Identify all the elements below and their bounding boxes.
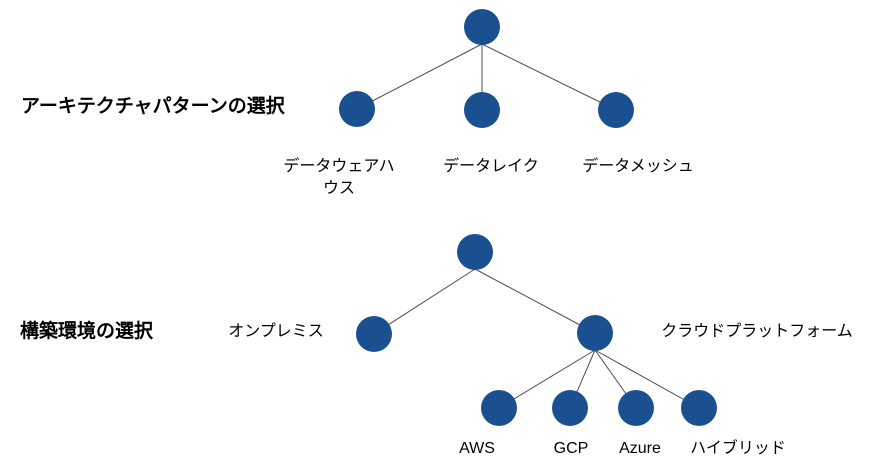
node-label-on-premises: オンプレミス	[228, 323, 324, 340]
edge-root-to-cloud-platform	[474, 268, 596, 334]
node-data-lake	[464, 92, 500, 128]
node-environment-root	[457, 234, 493, 270]
section-title-architecture-pattern: アーキテクチャパターンの選択	[21, 96, 285, 117]
edge-root-to-on-premises	[373, 268, 476, 335]
node-label-hybrid: ハイブリッド	[690, 440, 786, 457]
node-data-warehouse	[339, 91, 375, 127]
node-label-data-lake: データレイク	[443, 158, 539, 175]
edge-cloud-to-aws	[498, 349, 596, 409]
node-label-cloud-platform: クラウドプラットフォーム	[661, 323, 853, 340]
node-label-data-mesh: データメッシュ	[582, 158, 694, 175]
node-gcp	[552, 390, 588, 426]
node-label-azure: Azure	[619, 440, 661, 457]
node-label-aws: AWS	[459, 440, 495, 457]
node-cloud-platform	[577, 315, 613, 351]
node-azure	[618, 390, 654, 426]
edge-root-to-data-warehouse	[356, 43, 483, 110]
node-data-mesh	[598, 92, 634, 128]
node-label-gcp: GCP	[553, 440, 589, 457]
node-hybrid	[681, 390, 717, 426]
node-label-data-warehouse: データウェアハウス	[283, 158, 395, 197]
edge-root-to-data-mesh	[481, 43, 617, 111]
section-title-build-environment: 構築環境の選択	[20, 321, 154, 342]
node-on-premises	[356, 316, 392, 352]
node-architecture-root	[464, 9, 500, 45]
node-aws	[481, 390, 517, 426]
edge-cloud-to-hybrid	[594, 349, 700, 409]
